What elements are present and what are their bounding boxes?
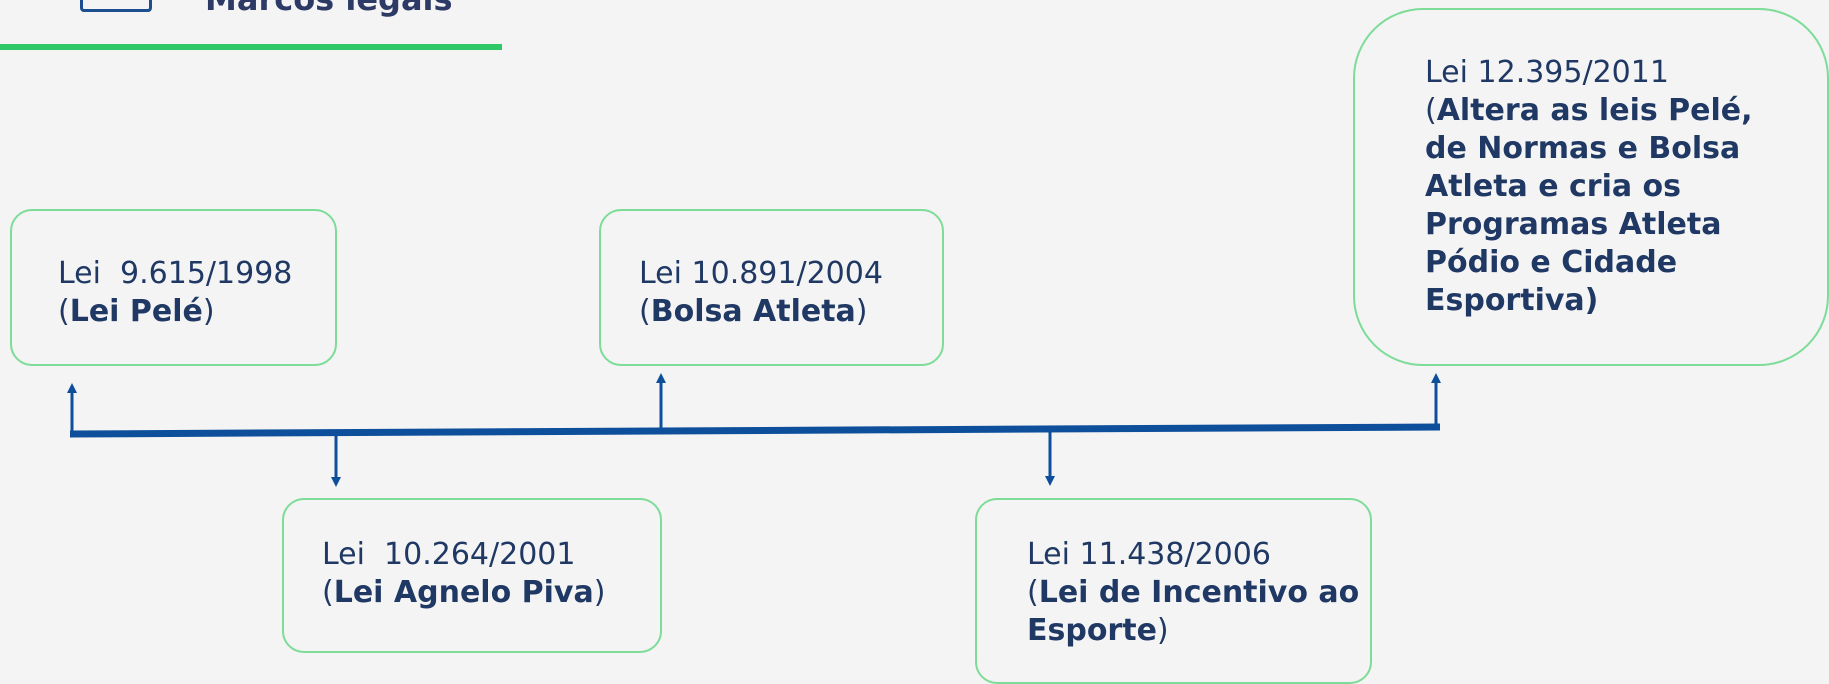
law-number: Lei 10.264/2001 <box>322 537 576 572</box>
document-icon <box>80 0 152 12</box>
law-name-open-paren: ( <box>639 294 651 329</box>
law-name-close-paren: ) <box>1156 613 1169 648</box>
law-name-open-paren: ( <box>1027 575 1039 610</box>
law-number: Lei 9.615/1998 <box>58 256 293 291</box>
page-title: Marcos legais <box>205 0 453 18</box>
law-card-1998: Lei 9.615/1998 (Lei Pelé) <box>10 209 337 366</box>
law-name-close-paren: ) <box>855 294 868 329</box>
law-card-2011: Lei 12.395/2011 (Altera as leis Pelé, de… <box>1353 8 1829 366</box>
law-name-close-paren: ) <box>593 575 606 610</box>
law-name: Lei de Incentivo ao Esporte <box>1027 575 1360 648</box>
title-underline <box>0 44 502 50</box>
law-name: Lei Agnelo Piva <box>333 575 594 610</box>
law-name-open-paren: ( <box>322 575 334 610</box>
law-number: Lei 10.891/2004 <box>639 256 883 291</box>
law-name-close-paren: ) <box>1584 283 1599 318</box>
law-card-2001: Lei 10.264/2001 (Lei Agnelo Piva) <box>282 498 662 653</box>
law-number: Lei 11.438/2006 <box>1027 537 1271 572</box>
law-name: Bolsa Atleta <box>650 294 856 329</box>
law-name-open-paren: ( <box>1425 93 1437 128</box>
law-card-2004: Lei 10.891/2004 (Bolsa Atleta) <box>599 209 944 366</box>
law-name: Lei Pelé <box>69 294 203 329</box>
timeline-axis <box>69 423 1441 438</box>
law-name-close-paren: ) <box>202 294 215 329</box>
law-name-open-paren: ( <box>58 294 70 329</box>
law-card-2006: Lei 11.438/2006 (Lei de Incentivo ao Esp… <box>975 498 1372 684</box>
law-number: Lei 12.395/2011 <box>1425 55 1669 90</box>
law-name: Altera as leis Pelé, de Normas e Bolsa A… <box>1425 93 1753 318</box>
